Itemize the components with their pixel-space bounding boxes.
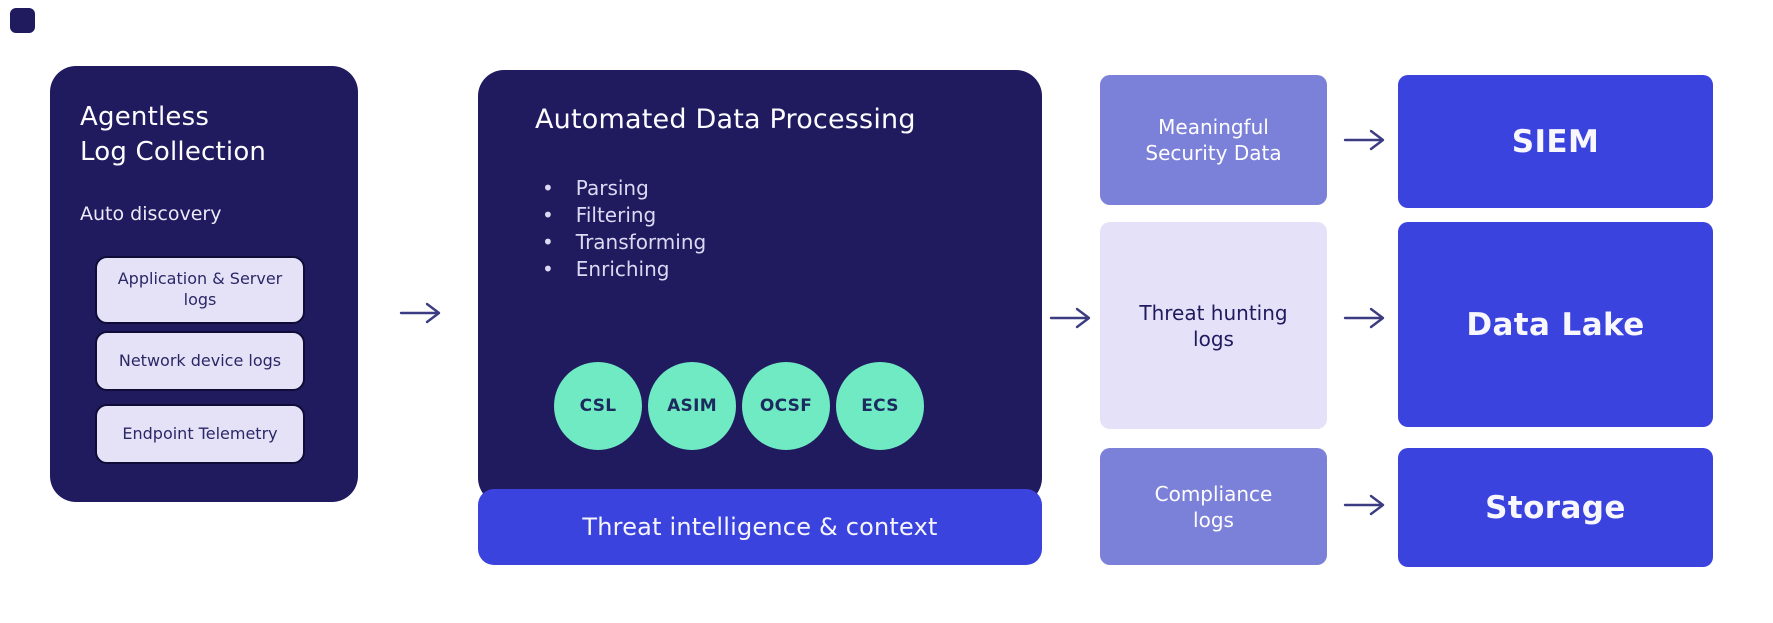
arrow-right-icon — [1048, 304, 1096, 332]
format-circle-csl: CSL — [554, 362, 642, 450]
schema-format-circles: CSL ASIM OCSF ECS — [554, 362, 924, 450]
automated-data-processing-panel: Automated Data Processing Parsing Filter… — [478, 70, 1042, 504]
processing-step: Enriching — [542, 256, 706, 282]
processing-step: Filtering — [542, 202, 706, 228]
logo-mark — [10, 8, 35, 33]
log-source-application-server: Application & Server logs — [95, 256, 305, 324]
agentless-log-collection-panel: Agentless Log Collection Auto discovery … — [50, 66, 358, 502]
processing-step: Transforming — [542, 229, 706, 255]
processing-step: Parsing — [542, 175, 706, 201]
arrow-right-icon — [398, 299, 446, 327]
format-circle-ecs: ECS — [836, 362, 924, 450]
destination-data-lake: Data Lake — [1398, 222, 1713, 427]
arrow-right-icon — [1342, 304, 1390, 332]
format-circle-ocsf: OCSF — [742, 362, 830, 450]
destination-siem: SIEM — [1398, 75, 1713, 208]
output-threat-hunting-logs: Threat hunting logs — [1100, 222, 1327, 429]
threat-intelligence-bar: Threat intelligence & context — [478, 489, 1042, 565]
processing-panel-title: Automated Data Processing — [535, 104, 916, 135]
destination-storage: Storage — [1398, 448, 1713, 567]
output-compliance-logs: Compliance logs — [1100, 448, 1327, 565]
agentless-panel-title: Agentless Log Collection — [80, 102, 267, 168]
arrow-right-icon — [1342, 491, 1390, 519]
output-meaningful-security-data: Meaningful Security Data — [1100, 75, 1327, 205]
arrow-right-icon — [1342, 126, 1390, 154]
format-circle-asim: ASIM — [648, 362, 736, 450]
log-source-network-device: Network device logs — [95, 331, 305, 391]
processing-steps-list: Parsing Filtering Transforming Enriching — [542, 175, 706, 283]
auto-discovery-label: Auto discovery — [80, 203, 222, 225]
log-source-endpoint-telemetry: Endpoint Telemetry — [95, 404, 305, 464]
